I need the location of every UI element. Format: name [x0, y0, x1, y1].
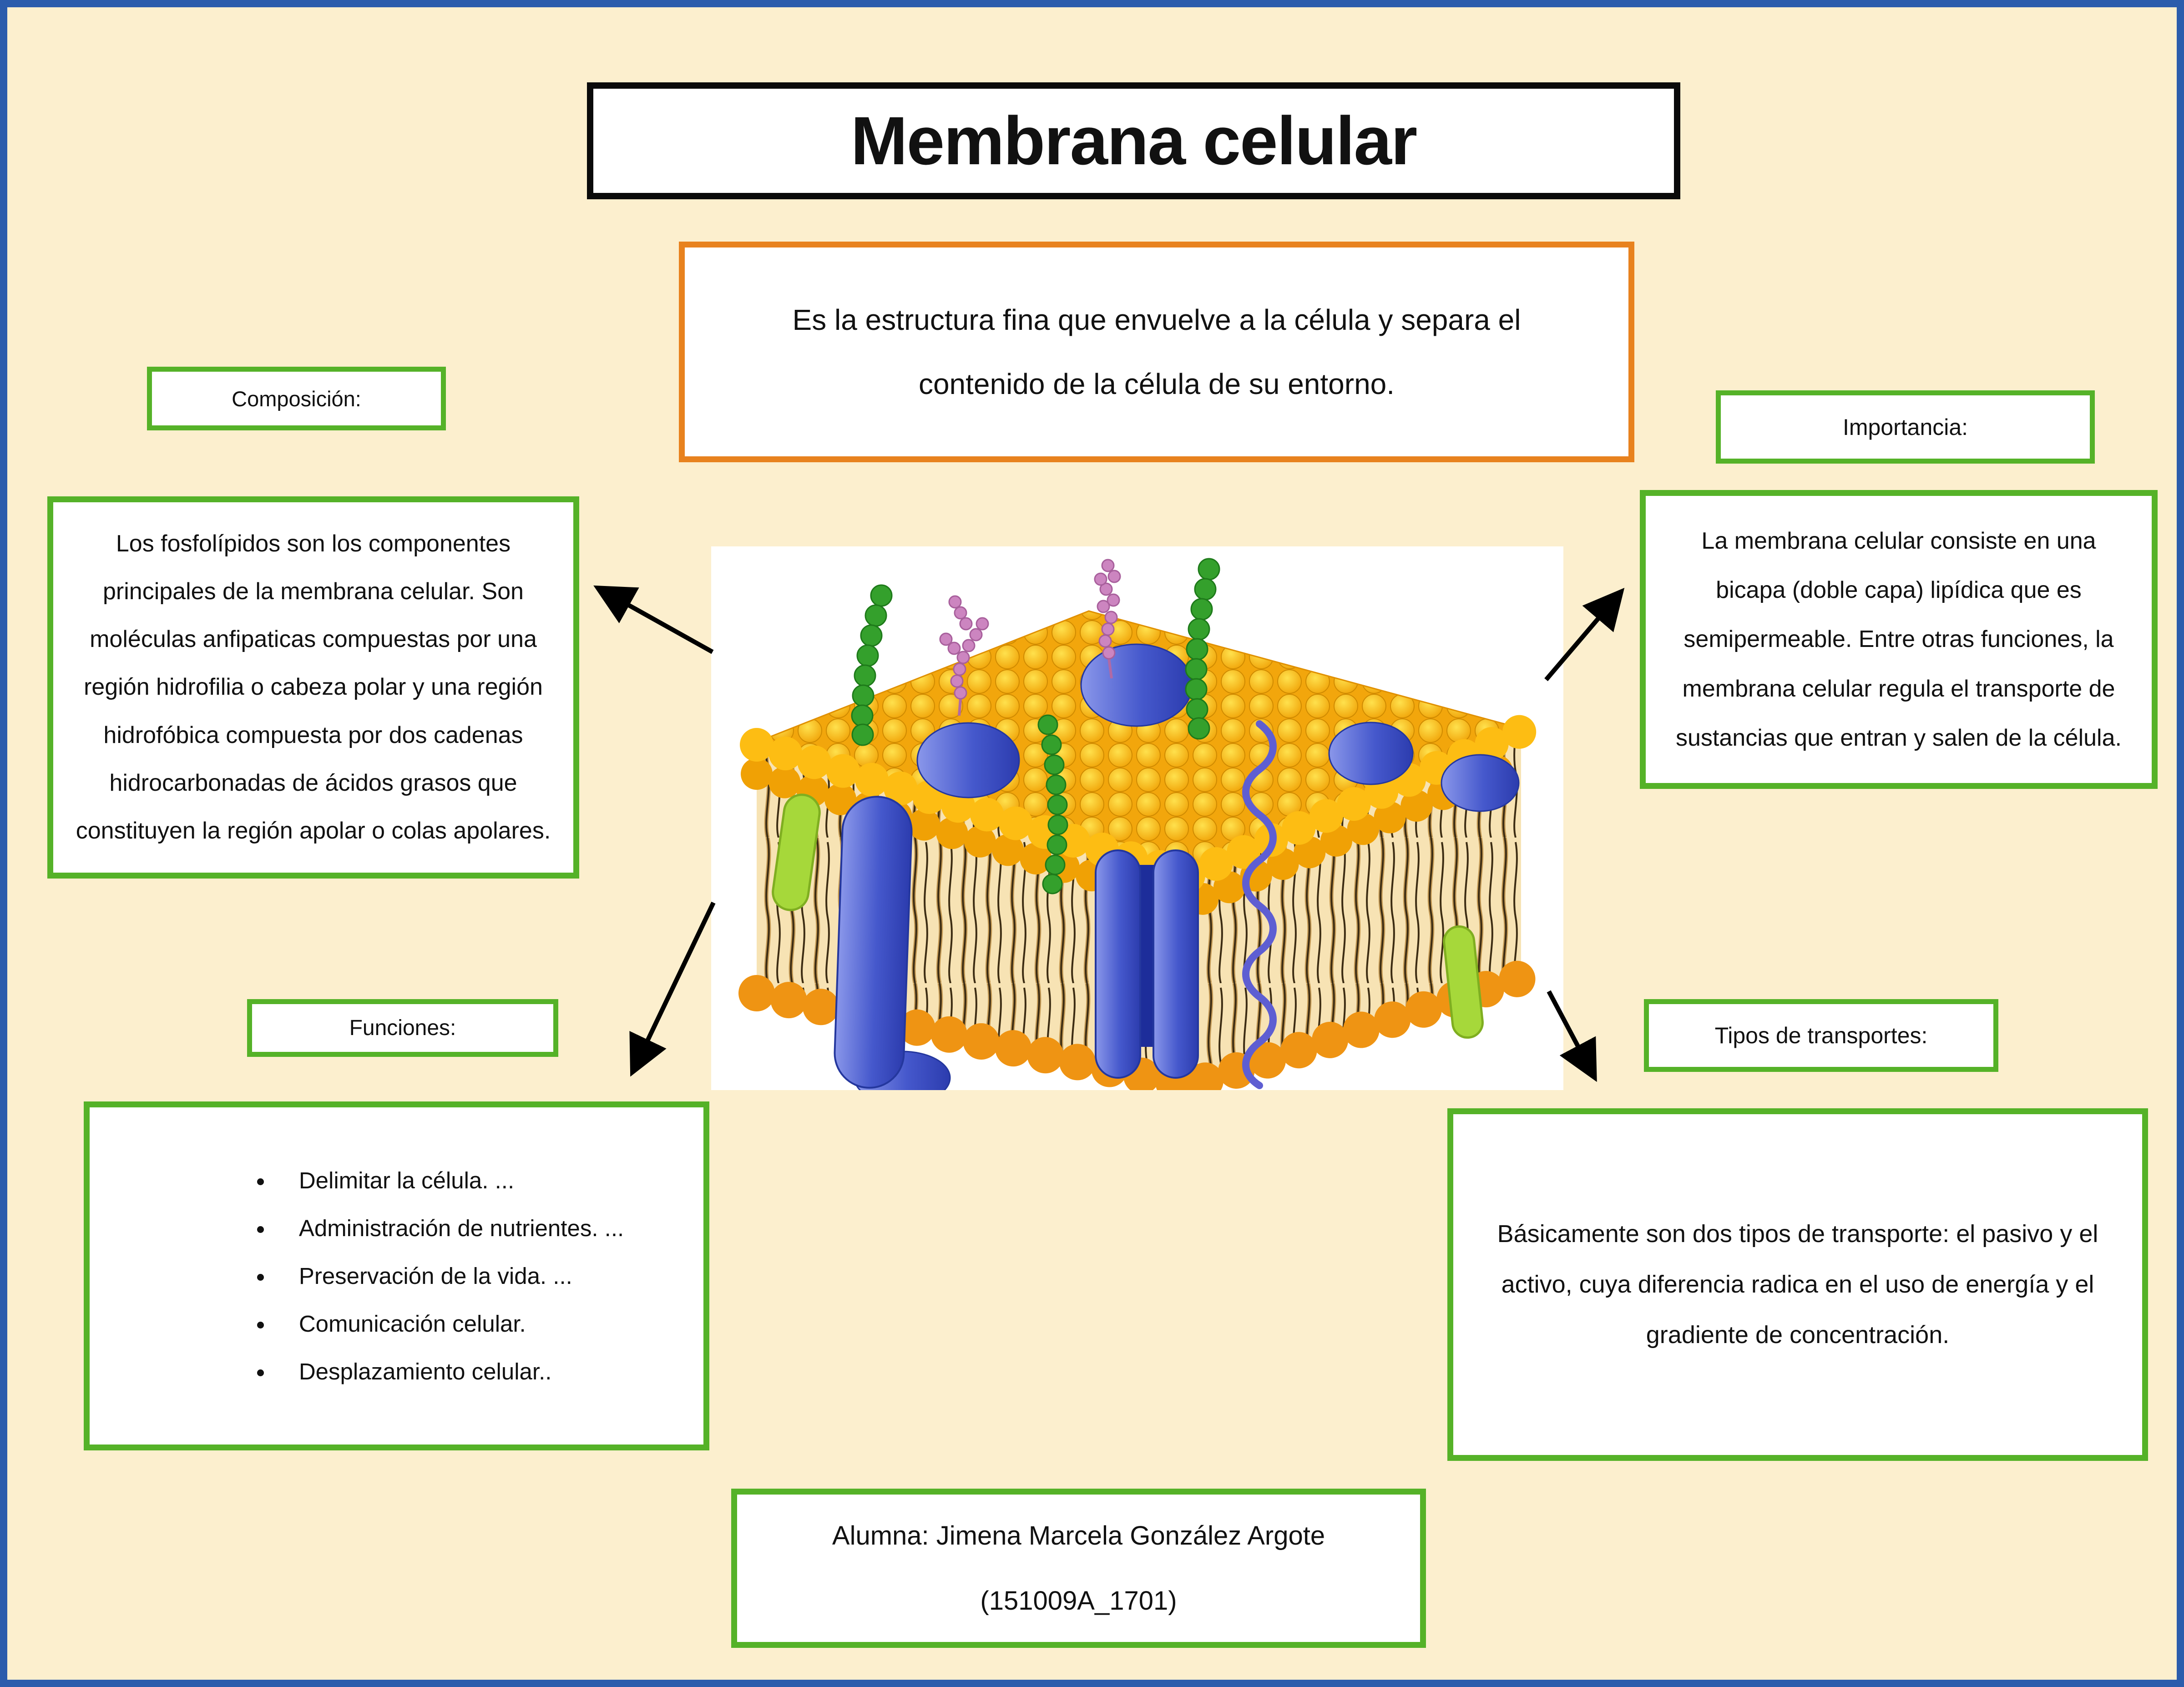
transportes-label: Tipos de transportes: — [1714, 1023, 1928, 1048]
footer-student-id: (151009A_1701) — [980, 1586, 1177, 1616]
protein-blob — [916, 722, 1020, 798]
lime-molecule-left — [772, 793, 821, 911]
arrow-to-composicion — [593, 585, 714, 654]
funciones-label: Funciones: — [349, 1016, 456, 1040]
funciones-item: Administración de nutrientes. ... — [274, 1215, 624, 1242]
funciones-item: Delimitar la célula. ... — [274, 1167, 624, 1194]
membrane-illustration — [711, 546, 1563, 1105]
transportes-text-box: Básicamente son dos tipos de transporte:… — [1447, 1108, 2148, 1461]
membrane-svg — [711, 546, 1563, 1105]
importancia-label: Importancia: — [1842, 414, 1968, 440]
funciones-item: Comunicación celular. — [274, 1310, 624, 1337]
funciones-list: Delimitar la célula. ... Administración … — [169, 1146, 624, 1406]
definition-text: Es la estructura fina que envuelve a la … — [792, 303, 1521, 400]
carbohydrate-chain-b — [1094, 559, 1121, 679]
carbohydrate-chain-a — [939, 595, 989, 716]
protein-blob — [1328, 722, 1414, 785]
composicion-label-box: Composición: — [147, 367, 446, 430]
title-box: Membrana celular — [587, 82, 1680, 199]
protein-channel-center-b — [1153, 849, 1199, 1079]
importancia-text-box: La membrana celular consiste en una bica… — [1640, 490, 2158, 789]
glycan-chain-front — [1037, 714, 1068, 894]
lime-molecule-right — [1443, 925, 1484, 1039]
arrow-to-funciones — [629, 901, 716, 1077]
importancia-text: La membrana celular consiste en una bica… — [1676, 528, 2122, 751]
protein-channel-left — [834, 796, 913, 1089]
composicion-label: Composición: — [232, 386, 361, 411]
page-title: Membrana celular — [850, 102, 1418, 179]
glycan-chain-right — [1185, 558, 1220, 740]
protein-channels — [834, 643, 1520, 1105]
transportes-text: Básicamente son dos tipos de transporte:… — [1497, 1220, 2098, 1349]
funciones-item: Desplazamiento celular.. — [274, 1358, 624, 1385]
importancia-label-box: Importancia: — [1716, 390, 2095, 464]
helix-protein — [1242, 720, 1277, 1089]
funciones-label-box: Funciones: — [247, 999, 558, 1057]
glycan-chain-left — [851, 584, 893, 746]
footer-box: Alumna: Jimena Marcela González Argote (… — [731, 1489, 1426, 1648]
funciones-list-box: Delimitar la célula. ... Administración … — [84, 1101, 709, 1450]
funciones-item: Preservación de la vida. ... — [274, 1263, 624, 1289]
composicion-text-box: Los fosfolípidos son los componentes pri… — [47, 496, 579, 879]
protein-blob — [1441, 754, 1520, 812]
definition-box: Es la estructura fina que envuelve a la … — [679, 242, 1634, 462]
protein-channel-center-a — [1095, 849, 1141, 1079]
footer-student-name: Alumna: Jimena Marcela González Argote — [832, 1520, 1325, 1551]
transportes-label-box: Tipos de transportes: — [1644, 999, 1998, 1072]
composicion-text: Los fosfolípidos son los componentes pri… — [76, 530, 551, 844]
protein-blob — [1080, 643, 1193, 727]
